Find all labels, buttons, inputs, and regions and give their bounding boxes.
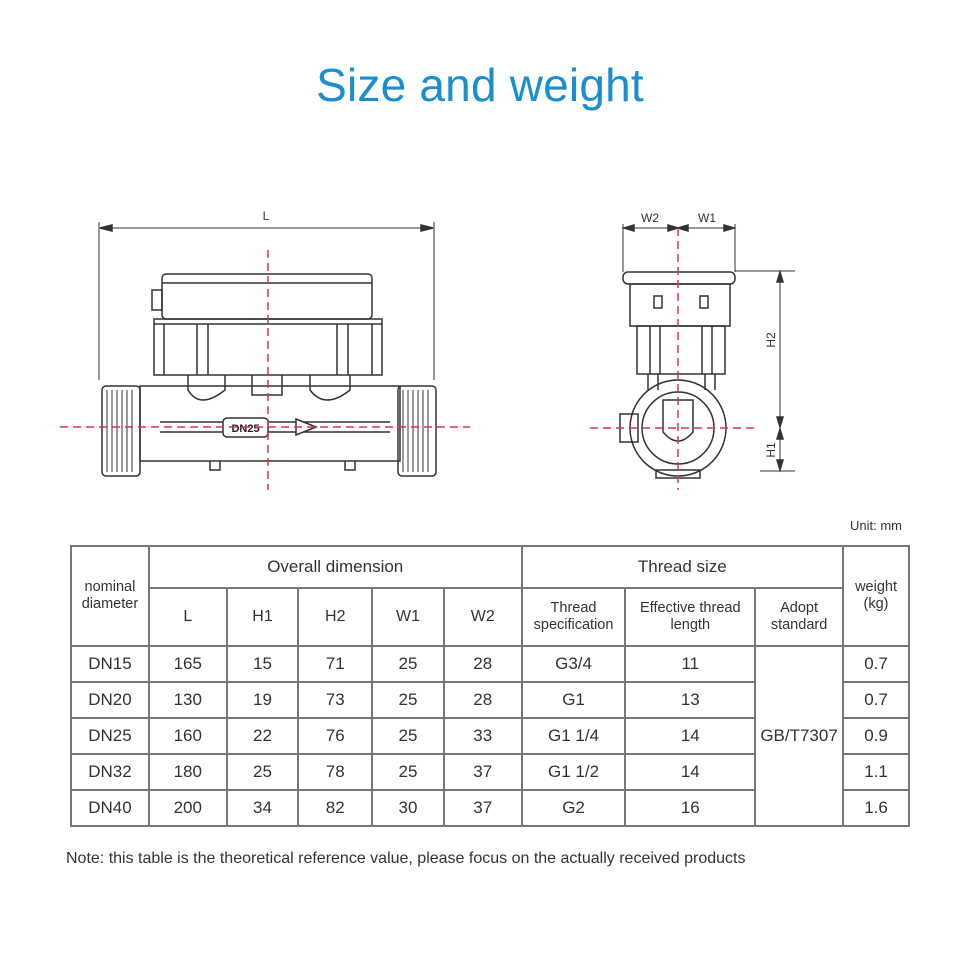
cell-weight: 1.6 xyxy=(842,789,910,827)
header-nominal-diameter: nominal diameter xyxy=(70,545,150,647)
cell-h1: 25 xyxy=(225,753,300,791)
cell-h1: 19 xyxy=(225,681,300,719)
cell-effective-length: 14 xyxy=(624,717,757,755)
size-weight-table: nominal diameter Overall dimension Threa… xyxy=(70,545,910,827)
header-overall-dimension: Overall dimension xyxy=(147,545,523,589)
cell-l: 180 xyxy=(147,753,228,791)
cell-l: 160 xyxy=(147,717,228,755)
cell-w1: 25 xyxy=(371,753,445,791)
cell-thread: G1 xyxy=(520,681,627,719)
dimension-w2-label: W2 xyxy=(641,211,659,225)
dimension-l-label: L xyxy=(263,209,270,223)
header-effective-thread-length: Effective thread length xyxy=(624,587,757,647)
page-title: Size and weight xyxy=(316,59,644,111)
cell-l: 200 xyxy=(147,789,228,827)
cell-dn: DN20 xyxy=(70,681,150,719)
table-row: DN40 200 34 82 30 37 G2 16 1.6 xyxy=(70,789,910,827)
cell-thread: G2 xyxy=(520,789,627,827)
water-meter-side-view-drawing: W2 W1 H2 H1 xyxy=(590,211,795,490)
header-weight: weight (kg) xyxy=(842,545,910,647)
header-h1: H1 xyxy=(225,587,300,647)
cell-l: 165 xyxy=(147,645,228,683)
cell-w1: 25 xyxy=(371,717,445,755)
table-row: DN32 180 25 78 25 37 G1 1/2 14 1.1 xyxy=(70,753,910,791)
table-row: DN15 165 15 71 25 28 G3/4 11 GB/T7307 0.… xyxy=(70,645,910,827)
cell-weight: 0.9 xyxy=(842,717,910,755)
cell-l: 130 xyxy=(147,681,228,719)
cell-effective-length: 14 xyxy=(624,753,757,791)
cell-h2: 71 xyxy=(297,645,374,683)
unit-label: Unit: mm xyxy=(850,518,902,533)
header-thread-specification: Thread specification xyxy=(520,587,627,647)
cell-h2: 76 xyxy=(297,717,374,755)
cell-h2: 78 xyxy=(297,753,374,791)
table-row: DN25 160 22 76 25 33 G1 1/4 14 0.9 xyxy=(70,717,910,755)
header-h2: H2 xyxy=(297,587,374,647)
cell-h1: 15 xyxy=(225,645,300,683)
cell-dn: DN32 xyxy=(70,753,150,791)
cell-weight: 0.7 xyxy=(842,645,910,683)
header-w2: W2 xyxy=(442,587,523,647)
table-row: DN20 130 19 73 25 28 G1 13 0.7 xyxy=(70,681,910,719)
cell-h1: 22 xyxy=(225,717,300,755)
cell-w1: 25 xyxy=(371,645,445,683)
cell-effective-length: 16 xyxy=(624,789,757,827)
header-thread-size: Thread size xyxy=(520,545,845,589)
cell-dn: DN25 xyxy=(70,717,150,755)
cell-h1: 34 xyxy=(225,789,300,827)
cell-effective-length: 13 xyxy=(624,681,757,719)
cell-h2: 73 xyxy=(297,681,374,719)
cell-weight: 0.7 xyxy=(842,681,910,719)
disclaimer-note: Note: this table is the theoretical refe… xyxy=(66,850,746,867)
cell-w1: 30 xyxy=(371,789,445,827)
cell-w2: 28 xyxy=(442,645,523,683)
cell-w2: 28 xyxy=(442,681,523,719)
pipe-marking-label: DN25 xyxy=(231,423,259,435)
header-adopt-standard: Adopt standard xyxy=(754,587,845,647)
cell-thread: G1 1/2 xyxy=(520,753,627,791)
cell-dn: DN15 xyxy=(70,645,150,683)
dimension-h2-label: H2 xyxy=(764,332,778,348)
cell-adopt-standard: GB/T7307 xyxy=(754,645,845,827)
cell-thread: G3/4 xyxy=(520,645,627,683)
cell-dn: DN40 xyxy=(70,789,150,827)
cell-effective-length: 11 xyxy=(624,645,757,683)
cell-w2: 33 xyxy=(442,717,523,755)
cell-w2: 37 xyxy=(442,753,523,791)
cell-w1: 25 xyxy=(371,681,445,719)
header-w1: W1 xyxy=(371,587,445,647)
cell-thread: G1 1/4 xyxy=(520,717,627,755)
header-l: L xyxy=(147,587,228,647)
cell-w2: 37 xyxy=(442,789,523,827)
dimension-w1-label: W1 xyxy=(698,211,716,225)
cell-h2: 82 xyxy=(297,789,374,827)
water-meter-front-view-drawing: DN25 L xyxy=(60,209,470,490)
dimension-h1-label: H1 xyxy=(764,442,778,458)
cell-weight: 1.1 xyxy=(842,753,910,791)
